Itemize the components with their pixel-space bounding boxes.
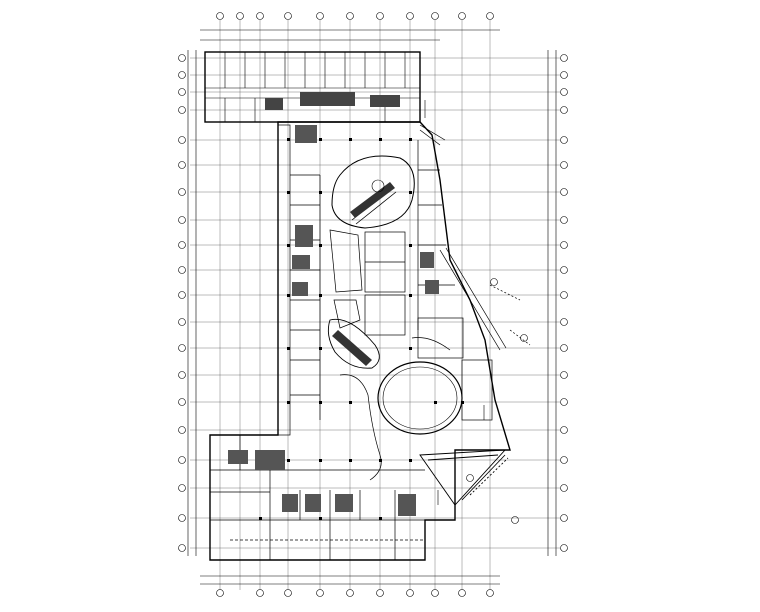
upper-atrium-ring — [371, 179, 385, 193]
east-curtain-wall — [419, 124, 531, 351]
lower-atrium — [377, 361, 463, 435]
upper-escalator — [350, 182, 395, 218]
top-wing-rooms — [205, 52, 420, 122]
building-outline — [204, 51, 511, 561]
southeast-lobby — [419, 449, 509, 506]
middle-atrium — [327, 318, 380, 369]
middle-escalator — [332, 330, 372, 366]
section-marks — [424, 100, 485, 505]
structural-columns — [259, 138, 464, 520]
east-dimension-bubbles — [466, 278, 528, 524]
grid-horizontal-lines — [190, 57, 560, 549]
west-corridor — [277, 124, 321, 436]
axis-bubbles-right — [560, 54, 568, 552]
axis-bubbles-left — [178, 54, 186, 552]
south-block-cores — [228, 450, 416, 516]
east-stair-cores — [420, 252, 439, 294]
dimension-lines — [187, 29, 557, 585]
west-stair-cores — [292, 125, 317, 296]
axis-bubbles-top — [216, 12, 494, 20]
central-shops — [329, 229, 406, 336]
walkway-curves — [339, 337, 451, 481]
top-wing-cores — [265, 92, 400, 110]
axis-bubbles-bottom — [216, 589, 494, 597]
